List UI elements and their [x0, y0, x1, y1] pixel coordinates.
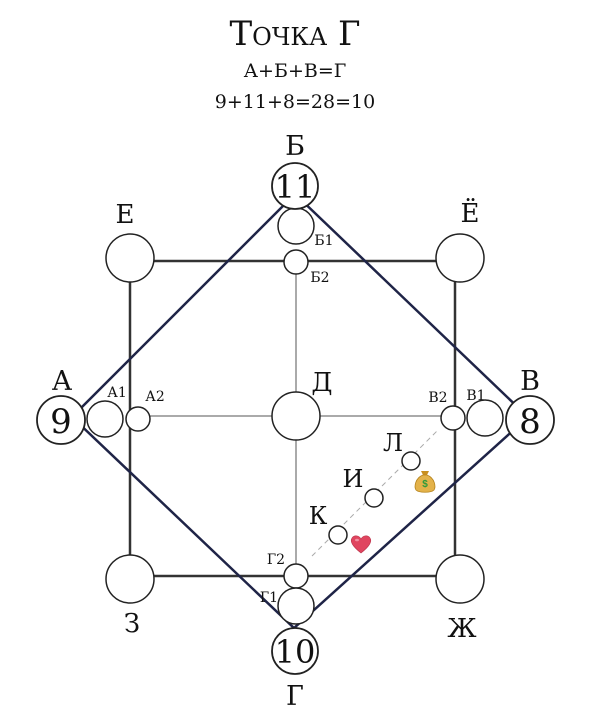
circle-b: [271, 162, 319, 210]
label-b: Б: [285, 131, 305, 162]
label-yo: Ё: [461, 198, 480, 229]
sublabel-a1: А1: [107, 385, 127, 401]
circle-yo: [435, 233, 485, 283]
circle-b2: [283, 249, 309, 275]
circle-v: [505, 395, 555, 445]
circle-v1: [466, 399, 504, 437]
value-v: 8: [519, 402, 541, 442]
value-a: 9: [50, 402, 72, 442]
circle-l: [401, 451, 421, 471]
heart-icon: [350, 535, 372, 554]
label-g: Г: [286, 681, 304, 712]
circle-i: [364, 488, 384, 508]
circle-zh: [435, 554, 485, 604]
label-k: К: [309, 502, 328, 530]
formula-line: А+Б+В=Г: [244, 60, 347, 82]
calculation-line: 9+11+8=28=10: [215, 91, 375, 113]
label-d: Д: [311, 368, 332, 398]
circle-z: [105, 554, 155, 604]
label-z: З: [124, 609, 140, 639]
sublabel-v1: В1: [466, 388, 485, 404]
svg-text:$: $: [422, 479, 428, 490]
circle-a1: [86, 400, 124, 438]
label-l: Л: [383, 429, 403, 457]
page-title: Точка Г: [230, 14, 361, 54]
value-g: 10: [275, 633, 316, 671]
circle-a: [36, 395, 86, 445]
sublabel-g2: Г2: [267, 552, 285, 568]
circle-g: [271, 627, 319, 675]
label-zh: Ж: [447, 614, 476, 644]
sublabel-g1: Г1: [260, 590, 278, 606]
circle-k: [328, 525, 348, 545]
money-bag-icon: $: [414, 471, 436, 493]
label-i: И: [343, 465, 364, 493]
circle-v2: [440, 405, 466, 431]
sublabel-b1: Б1: [314, 233, 333, 249]
sublabel-a2: А2: [145, 389, 165, 405]
circle-g2: [283, 563, 309, 589]
circle-b1: [277, 207, 315, 245]
label-a: А: [52, 366, 73, 397]
value-b: 11: [275, 168, 316, 206]
label-v: В: [520, 366, 540, 397]
label-e: Е: [116, 200, 135, 230]
circle-g1: [277, 587, 315, 625]
circle-d: [271, 391, 321, 441]
circle-e: [105, 233, 155, 283]
sublabel-v2: В2: [428, 390, 447, 406]
sublabel-b2: Б2: [310, 270, 329, 286]
circle-a2: [125, 406, 151, 432]
